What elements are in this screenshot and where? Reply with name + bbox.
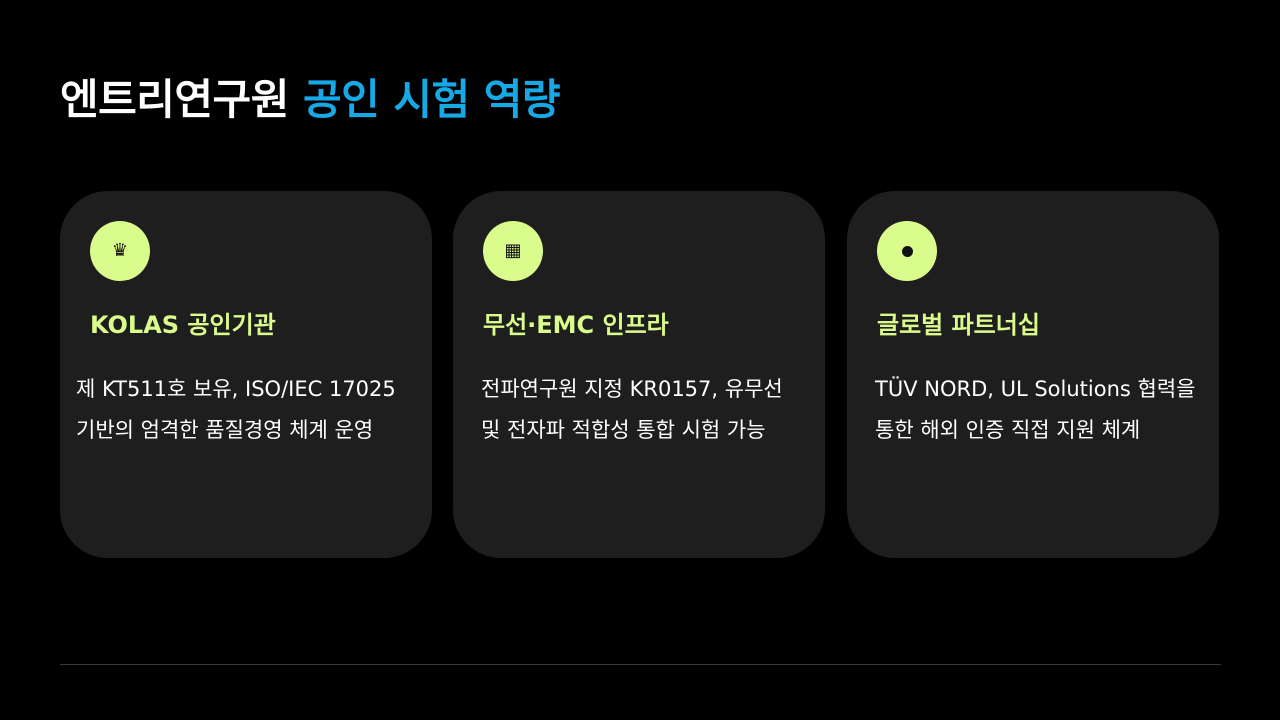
dot-icon — [877, 221, 937, 281]
card-title-wireless-emc: 무선·EMC 인프라 — [483, 311, 669, 339]
grid-icon: ▦ — [483, 221, 543, 281]
card-title-global-partnership: 글로벌 파트너십 — [877, 311, 1040, 339]
card-global-partnership: 글로벌 파트너십 TÜV NORD, UL Solutions 협력을 통한 해… — [847, 191, 1219, 558]
card-desc-line: 전파연구원 지정 KR0157, 유무선 — [481, 377, 783, 401]
card-desc-kolas: 제 KT511호 보유, ISO/IEC 17025 기반의 엄격한 품질경영 … — [76, 369, 426, 451]
card-desc-line: 통한 해외 인증 직접 지원 체계 — [875, 418, 1141, 442]
page-title-main: 엔트리연구원 — [60, 75, 289, 124]
page-title: 엔트리연구원 공인 시험 역량 — [60, 70, 561, 130]
card-desc-line: 기반의 엄격한 품질경영 체계 운영 — [76, 418, 374, 442]
grid-icon-glyph: ▦ — [504, 240, 522, 261]
card-wireless-emc: ▦ 무선·EMC 인프라 전파연구원 지정 KR0157, 유무선 및 전자파 … — [453, 191, 825, 558]
card-desc-global-partnership: TÜV NORD, UL Solutions 협력을 통한 해외 인증 직접 지… — [875, 369, 1225, 451]
footer-divider — [60, 664, 1221, 665]
card-desc-line: 및 전자파 적합성 통합 시험 가능 — [481, 418, 766, 442]
crown-icon-glyph: ♛ — [111, 240, 129, 261]
page-title-accent: 공인 시험 역량 — [302, 75, 561, 124]
crown-icon: ♛ — [90, 221, 150, 281]
card-desc-wireless-emc: 전파연구원 지정 KR0157, 유무선 및 전자파 적합성 통합 시험 가능 — [481, 369, 831, 451]
card-desc-line: 제 KT511호 보유, ISO/IEC 17025 — [76, 377, 396, 401]
card-title-kolas: KOLAS 공인기관 — [90, 311, 276, 339]
dot-icon-mark — [901, 245, 913, 257]
card-desc-line: TÜV NORD, UL Solutions 협력을 — [875, 377, 1196, 401]
card-kolas: ♛ KOLAS 공인기관 제 KT511호 보유, ISO/IEC 17025 … — [60, 191, 432, 558]
